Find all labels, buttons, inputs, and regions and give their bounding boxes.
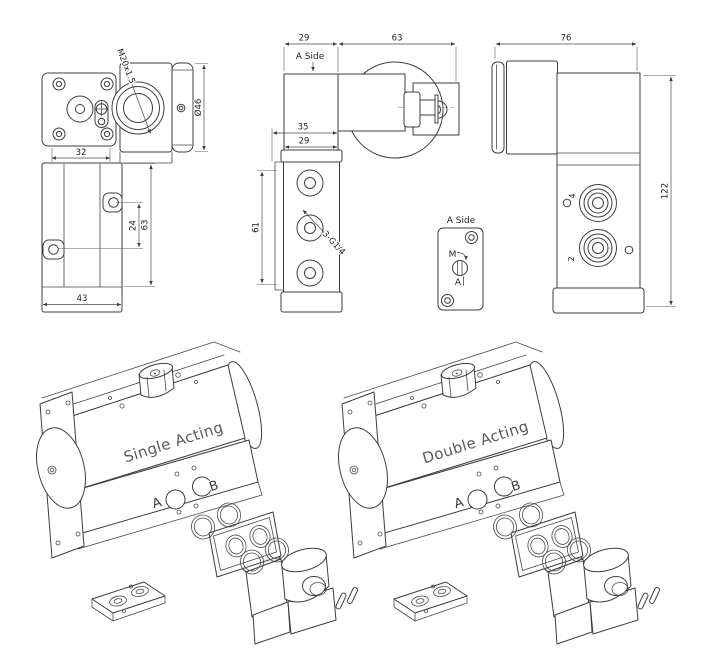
- double-acting-assembly: Double Acting A B: [331, 342, 661, 644]
- thread-label: M20x1.5: [114, 47, 136, 85]
- dim-35: 35: [298, 123, 309, 133]
- dim-63-front: 63: [141, 220, 151, 231]
- dim-122: 122: [661, 183, 671, 199]
- front-view: 32 M20x1.5 Ø46 24 63 43: [41, 46, 208, 313]
- a-side-label: A Side: [296, 52, 325, 62]
- port-4-label: 4: [568, 193, 577, 198]
- dim-43: 43: [77, 294, 88, 304]
- a-side-detail-view: A Side M A: [437, 215, 484, 311]
- rear-view: 4 2 76 122: [491, 32, 676, 314]
- dim-24: 24: [129, 220, 139, 231]
- single-acting-assembly: Single Acting A B: [29, 342, 359, 644]
- m-label: M: [449, 250, 457, 260]
- dim-61: 61: [252, 222, 262, 233]
- dim-63-top: 63: [392, 34, 403, 44]
- port-2-label: 2: [567, 256, 576, 261]
- a-label: A: [455, 278, 462, 288]
- side-view: 29 63 A Side 35 29 61 3-G1/4: [250, 32, 460, 313]
- diameter-label: Ø46: [193, 99, 204, 117]
- dim-76: 76: [561, 34, 572, 44]
- dim-29-mid: 29: [299, 137, 310, 147]
- dim-32: 32: [76, 148, 87, 158]
- dim-29-top: 29: [299, 34, 310, 44]
- detail-title: A Side: [447, 216, 476, 226]
